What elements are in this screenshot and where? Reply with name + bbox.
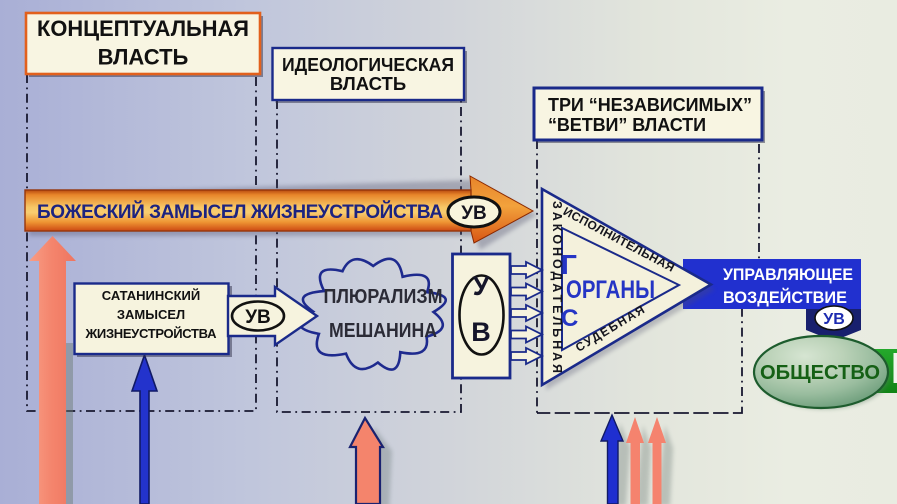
svg-text:САТАНИНСКИЙ: САТАНИНСКИЙ (102, 288, 200, 303)
svg-text:ТРИ “НЕЗАВИСИМЫХ”: ТРИ “НЕЗАВИСИМЫХ” (548, 95, 752, 115)
svg-text:БОЖЕСКИЙ ЗАМЫСЕЛ ЖИЗНЕУСТРОЙСТ: БОЖЕСКИЙ ЗАМЫСЕЛ ЖИЗНЕУСТРОЙСТВА (37, 201, 443, 223)
svg-text:ЗАКОНОДАТЕЛЬНАЯ: ЗАКОНОДАТЕЛЬНАЯ (550, 201, 564, 373)
svg-text:ИДЕОЛОГИЧЕСКАЯ: ИДЕОЛОГИЧЕСКАЯ (282, 54, 454, 75)
svg-text:ОРГАНЫ: ОРГАНЫ (566, 276, 655, 304)
svg-text:МЕШАНИНА: МЕШАНИНА (329, 320, 437, 342)
svg-text:У: У (473, 271, 491, 301)
svg-text:ВЛАСТЬ: ВЛАСТЬ (98, 45, 189, 70)
svg-text:С: С (561, 305, 578, 332)
svg-text:ЗАМЫСЕЛ: ЗАМЫСЕЛ (117, 307, 185, 322)
svg-text:КОНЦЕПТУАЛЬНАЯ: КОНЦЕПТУАЛЬНАЯ (37, 16, 249, 41)
svg-text:В: В (471, 317, 491, 347)
svg-text:ВЛАСТЬ: ВЛАСТЬ (330, 73, 406, 94)
svg-text:ВОЗДЕЙСТВИЕ: ВОЗДЕЙСТВИЕ (723, 288, 847, 307)
svg-text:“ВЕТВИ” ВЛАСТИ: “ВЕТВИ” ВЛАСТИ (548, 115, 706, 135)
svg-text:УВ: УВ (461, 203, 487, 224)
svg-text:ПЛЮРАЛИЗМ: ПЛЮРАЛИЗМ (324, 286, 443, 308)
svg-text:УВ: УВ (823, 311, 845, 328)
svg-text:ОБЩЕСТВО: ОБЩЕСТВО (760, 362, 880, 384)
svg-text:Г: Г (561, 249, 577, 280)
svg-text:УВ: УВ (245, 307, 271, 328)
svg-text:УПРАВЛЯЮЩЕЕ: УПРАВЛЯЮЩЕЕ (723, 265, 853, 284)
svg-text:ЖИЗНЕУСТРОЙСТВА: ЖИЗНЕУСТРОЙСТВА (85, 326, 218, 341)
